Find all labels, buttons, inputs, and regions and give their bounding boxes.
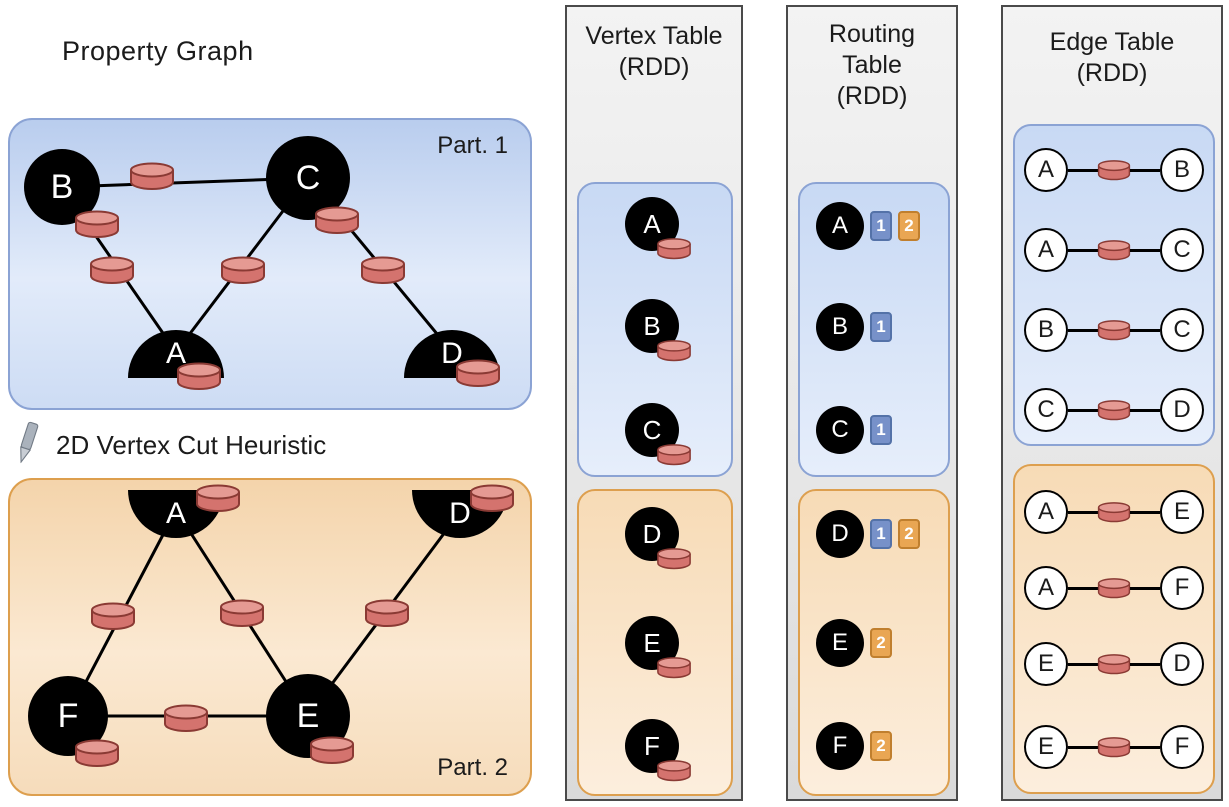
routing-entry-C: C <box>816 406 864 454</box>
edge-table-row-E-D: E D <box>1024 640 1204 688</box>
vertex-property-cylinder-icon <box>75 210 119 238</box>
partition-1-label: Part. 1 <box>437 132 508 159</box>
edge-line <box>1130 586 1160 590</box>
edge-endpoint: C <box>1024 388 1068 432</box>
edge-property-cylinder-icon <box>91 602 135 630</box>
routing-slot-partition-1: 1 <box>870 211 892 241</box>
edge-property-cylinder-icon <box>164 704 208 732</box>
edge-line <box>1068 328 1098 332</box>
vertex-property-cylinder-icon <box>657 657 691 679</box>
routing-slot-partition-2: 2 <box>898 211 920 241</box>
edge-endpoint: D <box>1160 642 1204 686</box>
edge-property-cylinder-icon <box>1097 400 1131 421</box>
edge-table-row-A-F: A F <box>1024 564 1204 612</box>
edge-property-cylinder-icon <box>1097 240 1131 261</box>
edge-endpoint: E <box>1160 490 1204 534</box>
routing-entry-B: B <box>816 303 864 351</box>
edge-property-cylinder-icon <box>361 256 405 284</box>
edge-property-cylinder-icon <box>1097 578 1131 599</box>
edge-line <box>1068 510 1098 514</box>
edge-line <box>1068 662 1098 666</box>
edge-property-cylinder-icon <box>1097 737 1131 758</box>
edge-property-cylinder-icon <box>220 599 264 627</box>
edge-endpoint: F <box>1160 725 1204 769</box>
edge-endpoint: F <box>1160 566 1204 610</box>
edge-property-cylinder-icon <box>130 162 174 190</box>
vertex-property-cylinder-icon <box>315 206 359 234</box>
edge-line <box>1068 745 1098 749</box>
vertex-table-title: Vertex Table (RDD) <box>585 22 723 81</box>
edge-table-row-A-E: A E <box>1024 488 1204 536</box>
vertex-table-panel: Vertex Table (RDD) A B C D E F <box>565 5 743 801</box>
routing-entry-D: D <box>816 510 864 558</box>
edge-line <box>1068 248 1098 252</box>
routing-slot-partition-1: 1 <box>870 519 892 549</box>
edge-endpoint: A <box>1024 228 1068 272</box>
routing-table-panel: Routing Table (RDD) A 1 2 B 1 C 1 D 1 2 … <box>786 5 958 801</box>
edge-endpoint: B <box>1024 308 1068 352</box>
edge-endpoint: B <box>1160 148 1204 192</box>
vertex-property-cylinder-icon <box>177 362 221 390</box>
routing-entry-A: A <box>816 202 864 250</box>
edge-endpoint: D <box>1160 388 1204 432</box>
edge-endpoint: A <box>1024 490 1068 534</box>
vertex-property-cylinder-icon <box>75 739 119 767</box>
vertex-property-cylinder-icon <box>196 484 240 512</box>
pencil-icon <box>20 421 39 464</box>
edge-line <box>1068 168 1098 172</box>
vertex-property-cylinder-icon <box>657 340 691 362</box>
edge-line <box>1130 408 1160 412</box>
routing-slot-partition-2: 2 <box>898 519 920 549</box>
edge-endpoint: C <box>1160 228 1204 272</box>
edge-endpoint: E <box>1024 642 1068 686</box>
edge-property-cylinder-icon <box>1097 160 1131 181</box>
routing-slot-partition-1: 1 <box>870 415 892 445</box>
vertex-property-cylinder-icon <box>470 484 514 512</box>
edge-line <box>1068 586 1098 590</box>
edge-property-cylinder-icon <box>90 256 134 284</box>
edge-line <box>1130 745 1160 749</box>
partition-2-label: Part. 2 <box>437 754 508 781</box>
edge-table-row-E-F: E F <box>1024 723 1204 771</box>
vertex-table-entry-B: B <box>625 299 679 353</box>
vertex-property-cylinder-icon <box>310 736 354 764</box>
edge-endpoint: E <box>1024 725 1068 769</box>
vertex-property-cylinder-icon <box>456 359 500 387</box>
vertex-property-cylinder-icon <box>657 548 691 570</box>
edge-table-row-A-C: A C <box>1024 226 1204 274</box>
edge-table-panel: Edge Table (RDD) A B A C B C C <box>1001 5 1223 801</box>
edge-endpoint: A <box>1024 148 1068 192</box>
edge-table-row-C-D: C D <box>1024 386 1204 434</box>
vertex-property-cylinder-icon <box>657 444 691 466</box>
routing-slot-partition-2: 2 <box>870 628 892 658</box>
routing-entry-E: E <box>816 619 864 667</box>
cut-heuristic-label: 2D Vertex Cut Heuristic <box>56 430 327 460</box>
routing-slot-partition-2: 2 <box>870 731 892 761</box>
vertex-property-cylinder-icon <box>657 760 691 782</box>
edge-property-cylinder-icon <box>1097 502 1131 523</box>
edge-line <box>1130 662 1160 666</box>
edge-line <box>1130 248 1160 252</box>
vertex-property-cylinder-icon <box>657 238 691 260</box>
edge-endpoint: A <box>1024 566 1068 610</box>
page-title: Property Graph <box>62 36 254 66</box>
edge-line <box>1068 408 1098 412</box>
edge-property-cylinder-icon <box>221 256 265 284</box>
edge-line <box>1130 168 1160 172</box>
edge-line <box>1130 328 1160 332</box>
graph-vertex-C-part1: C <box>266 136 350 220</box>
edge-table-row-B-C: B C <box>1024 306 1204 354</box>
routing-table-title: Routing Table (RDD) <box>828 20 916 110</box>
edge-property-cylinder-icon <box>1097 654 1131 675</box>
edge-property-cylinder-icon <box>365 599 409 627</box>
edge-line <box>1130 510 1160 514</box>
routing-slot-partition-1: 1 <box>870 312 892 342</box>
edge-table-title: Edge Table (RDD) <box>1049 28 1175 87</box>
edge-table-row-A-B: A B <box>1024 146 1204 194</box>
edge-property-cylinder-icon <box>1097 320 1131 341</box>
edge-endpoint: C <box>1160 308 1204 352</box>
routing-entry-F: F <box>816 722 864 770</box>
